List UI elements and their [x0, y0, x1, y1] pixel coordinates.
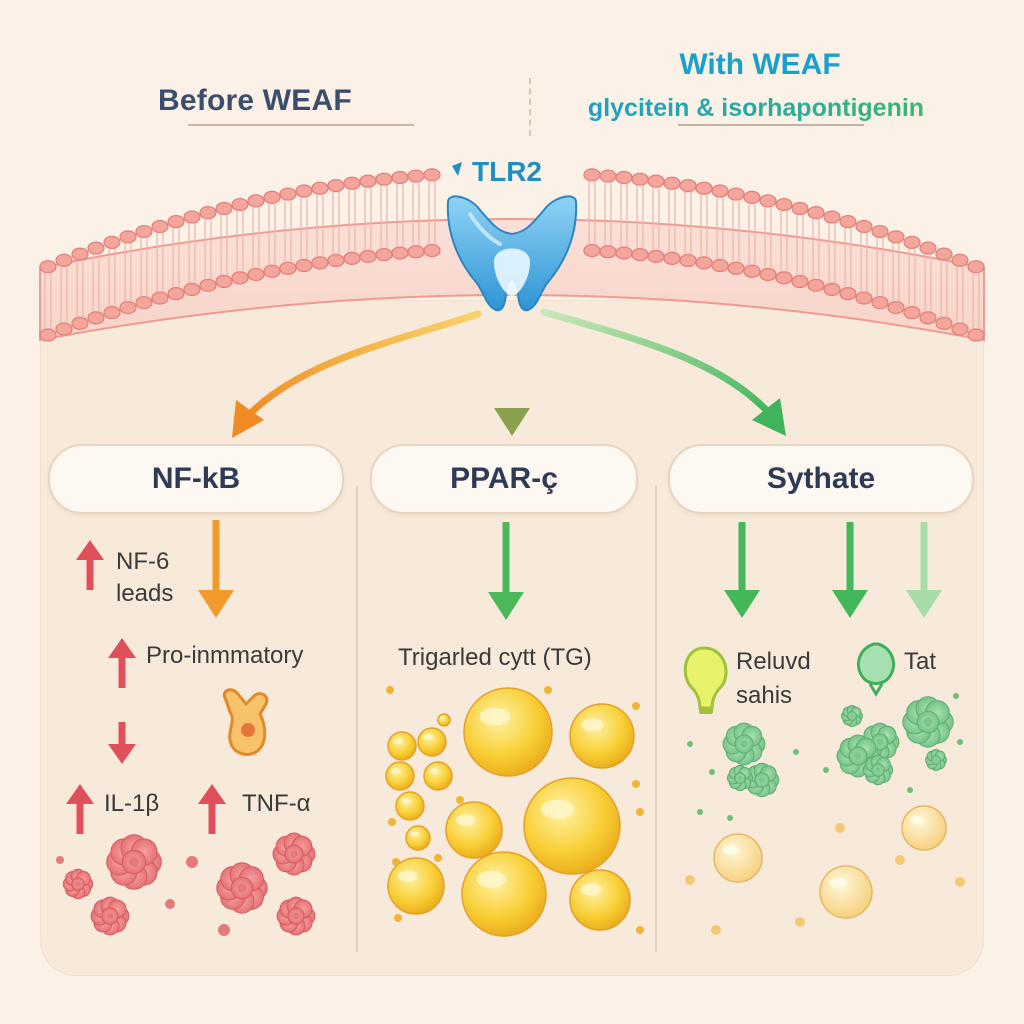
column-divider-1	[356, 486, 358, 952]
before-title-underline	[188, 124, 414, 126]
pathway-box-sythate: Sythate	[668, 444, 974, 514]
membrane-phospholipids	[39, 168, 985, 342]
label-tnfa: TNF-α	[242, 790, 311, 817]
fat-droplet-icon	[857, 642, 895, 697]
arrow-to-ppar-head	[494, 408, 530, 436]
label-il1b: IL-1β	[104, 790, 160, 817]
tlr2-marker-icon	[452, 162, 462, 176]
pathway-ppar-label: PPAR-ç	[450, 462, 558, 495]
label-pro-inflammatory: Pro-inmmatory	[146, 642, 304, 669]
label-leads: leads	[116, 580, 174, 607]
column-divider-2	[655, 486, 657, 952]
pathway-nfkb-label: NF-kB	[151, 462, 241, 495]
after-subtitle-underline	[678, 124, 864, 126]
after-title: With WEAF	[679, 48, 841, 81]
before-title: Before WEAF	[158, 84, 352, 117]
label-nf6: NF-6	[116, 548, 170, 575]
cytokine-molecule-icon	[223, 688, 269, 756]
inflammatory-cells	[56, 832, 316, 936]
arrow-to-sythate	[540, 308, 774, 418]
arrow-to-nfkb	[242, 310, 482, 422]
label-sahis: sahis	[736, 682, 793, 709]
arrow-to-sythate-head	[752, 398, 786, 436]
arrow-to-nfkb-head	[232, 400, 264, 438]
reduced-lightbulb-icon	[683, 646, 728, 714]
after-subtitle: glycitein & isorhapontigenin	[556, 94, 956, 123]
pathway-box-ppar: PPAR-ç	[370, 444, 638, 514]
header-divider	[529, 78, 531, 136]
reduced-cells	[685, 693, 965, 935]
label-triglyceride: Trigarled cytt (TG)	[398, 644, 592, 671]
tlr2-receptor-icon	[446, 195, 578, 312]
pathway-box-nfkb: NF-kB	[48, 444, 344, 514]
tlr2-label: TLR2	[472, 156, 542, 187]
lipid-droplets	[385, 686, 644, 937]
label-reluvd: Reluvd	[736, 648, 811, 675]
label-tat: Tat	[904, 648, 937, 675]
pathway-sythate-label: Sythate	[766, 462, 876, 495]
